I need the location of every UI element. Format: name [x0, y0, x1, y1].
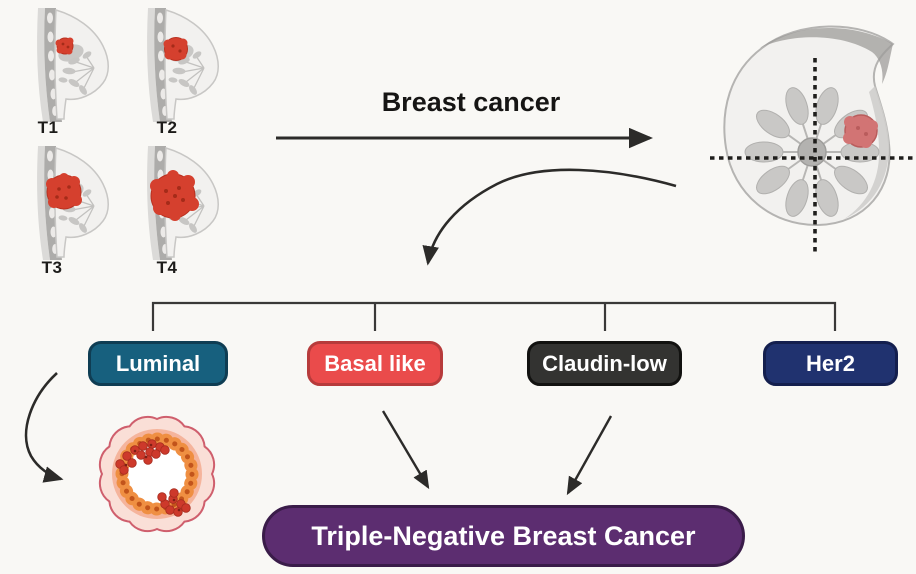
subtype-box-basal-like: Basal like: [307, 341, 443, 386]
tumor-t4: [150, 170, 199, 221]
breast-side-profile-t2: [146, 7, 219, 123]
tumor-t2: [163, 37, 188, 61]
subtype-box-her2: Her2: [763, 341, 898, 386]
breast-frontal-quadrant-diagram: [710, 25, 916, 252]
basal-to-tnbc-arrow: [381, 410, 430, 490]
outcome-box-tnbc: Triple-Negative Breast Cancer: [262, 505, 745, 567]
tumor-t1: [55, 37, 74, 55]
stage-label-t4: T4: [156, 258, 178, 277]
tumor-frontal: [843, 114, 878, 148]
curved-arrow-to-subtypes: [422, 168, 677, 266]
subtype-box-luminal: Luminal: [88, 341, 228, 386]
subtype-branch-lines: [151, 301, 837, 331]
stage-label-t2: T2: [156, 118, 178, 137]
figure-title: Breast cancer: [381, 87, 561, 117]
stage-label-t3: T3: [41, 258, 63, 277]
quadrant-crosshair-lines: [710, 58, 916, 252]
duct-tumor-cells: [115, 439, 191, 517]
breast-side-profile-t1: [36, 7, 109, 123]
claudin-to-tnbc-arrow: [566, 415, 613, 496]
stage-label-t1: T1: [37, 118, 59, 137]
duct-cross-section: [98, 415, 216, 533]
subtype-box-claudin-low: Claudin-low: [527, 341, 682, 386]
luminal-to-duct-arrow: [24, 372, 64, 483]
tumor-t3: [46, 173, 82, 210]
